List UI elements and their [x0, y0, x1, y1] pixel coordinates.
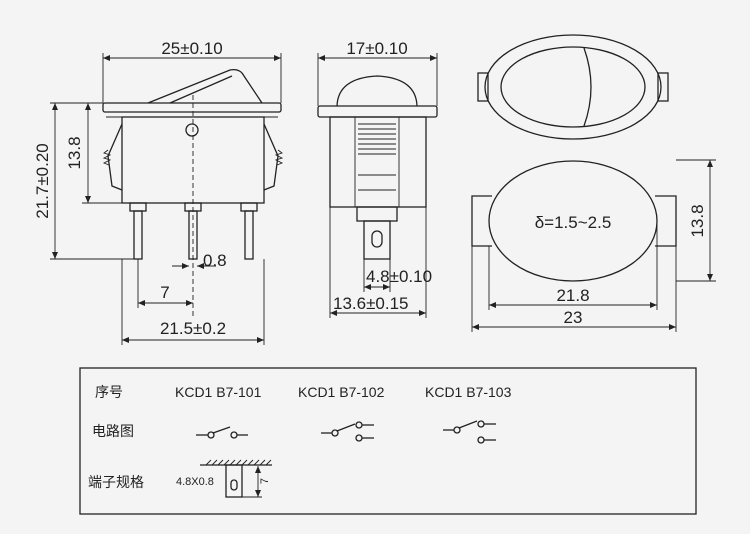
- rocker-dome: [336, 75, 418, 107]
- circuit-symbol-101: [196, 426, 248, 439]
- dim-depth-13-6: 13.6±0.15: [333, 294, 409, 313]
- pin-left: [133, 210, 143, 260]
- dim-pin-0-8: 0.8: [203, 251, 227, 270]
- terminal-size-label: 4.8X0.8: [176, 476, 214, 488]
- terminal-tab: [363, 220, 391, 260]
- oval-bezel-inner: [500, 46, 646, 128]
- oval-bezel-outer: [484, 34, 662, 140]
- side-view: 25±0.10 21.7±0.20 13.8 0.8 7 21.5±0.2: [33, 39, 284, 345]
- top-view: [477, 34, 669, 140]
- dim-cutout-13-8: 13.8: [688, 204, 707, 237]
- body-hole: [185, 123, 199, 137]
- row-label-circuit: 电路图: [92, 423, 134, 439]
- terminal-spec-drawing: [200, 459, 272, 498]
- rocker-cap: [147, 68, 263, 104]
- model-101: KCD1 B7-101: [175, 384, 262, 400]
- dim-span-21-5: 21.5±0.2: [160, 319, 226, 338]
- model-103: KCD1 B7-103: [425, 384, 512, 400]
- dim-cutout-23: 23: [564, 308, 583, 327]
- spec-table: 序号 电路图 端子规格 KCD1 B7-101 KCD1 B7-102 KCD1…: [79, 367, 697, 515]
- panel-cutout: δ=1.5~2.5 13.8 21.8 23: [471, 159, 716, 332]
- dim-width-25: 25±0.10: [161, 39, 222, 58]
- thickness-label: δ=1.5~2.5: [535, 213, 612, 232]
- bezel: [102, 102, 282, 113]
- pin-right: [244, 210, 254, 260]
- row-label-number: 序号: [95, 384, 123, 400]
- circuit-symbol-103: [443, 420, 496, 444]
- terminal-length-label: 7: [259, 478, 271, 484]
- model-102: KCD1 B7-102: [298, 384, 385, 400]
- dim-width-17: 17±0.10: [346, 39, 407, 58]
- dim-body-13-8: 13.8: [65, 136, 84, 169]
- dim-height-21-7: 21.7±0.20: [33, 143, 52, 219]
- dim-pitch-7: 7: [160, 283, 169, 302]
- end-view: 17±0.10 4.8±0.10 13.6±0.15: [317, 39, 438, 318]
- ribs: [358, 123, 396, 191]
- dim-cutout-21-8: 21.8: [556, 286, 589, 305]
- row-label-terminal: 端子规格: [88, 474, 144, 490]
- circuit-symbol-102: [321, 421, 374, 442]
- dim-terminal-4-8: 4.8±0.10: [366, 267, 432, 286]
- end-body: [329, 116, 427, 208]
